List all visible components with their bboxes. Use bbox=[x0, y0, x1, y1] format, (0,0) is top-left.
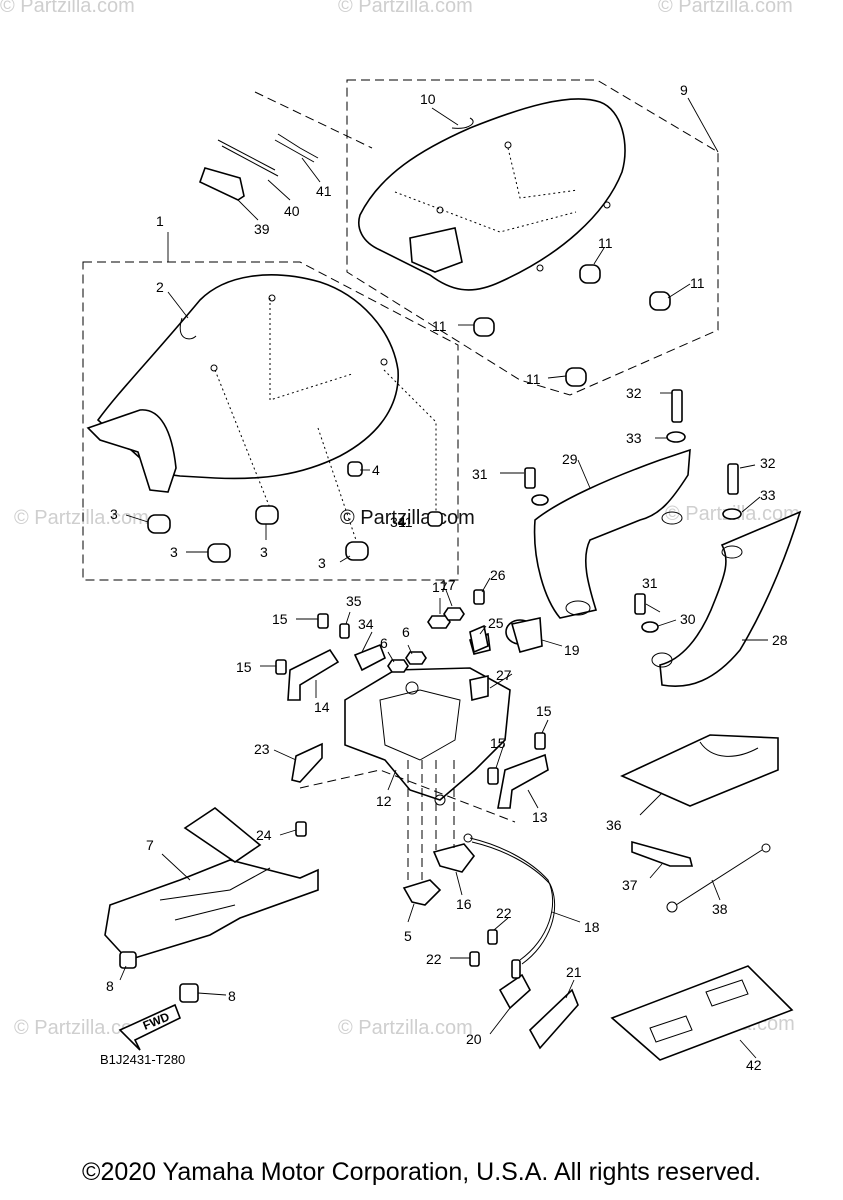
callout: 24 bbox=[256, 827, 272, 843]
callout: 26 bbox=[490, 567, 506, 583]
callout-labels: 1 2 3 3 3 3 3 4 4 5 6 6 7 8 8 9 10 11 11… bbox=[106, 82, 788, 1073]
assembly-lines bbox=[299, 760, 516, 880]
owners-manual bbox=[610, 965, 794, 1061]
callout: 31 bbox=[472, 466, 488, 482]
callout: 15 bbox=[236, 659, 252, 675]
callout: 32 bbox=[626, 385, 642, 401]
callout: 11 bbox=[398, 514, 413, 530]
callout: 33 bbox=[626, 430, 642, 446]
callout: 27 bbox=[496, 667, 512, 683]
callout: 25 bbox=[488, 615, 504, 631]
callout: 42 bbox=[746, 1057, 762, 1073]
small-fasteners bbox=[275, 589, 546, 837]
callout: 28 bbox=[772, 632, 788, 648]
callout: 31 bbox=[642, 575, 658, 591]
callout: 11 bbox=[526, 371, 541, 387]
tool-accessories bbox=[199, 133, 319, 201]
copyright-notice: ©2020 Yamaha Motor Corporation, U.S.A. A… bbox=[82, 1158, 761, 1186]
helmet-cable bbox=[666, 843, 771, 913]
callout: 14 bbox=[314, 699, 330, 715]
callout: 19 bbox=[564, 642, 580, 658]
callout: 20 bbox=[466, 1031, 482, 1047]
grab-bar-fasteners bbox=[524, 389, 742, 633]
callout: 21 bbox=[566, 964, 582, 980]
callout: 11 bbox=[432, 318, 447, 334]
callout: 3 bbox=[170, 544, 178, 560]
front-seat-group-outline bbox=[82, 261, 459, 581]
helmet-holder-strap bbox=[631, 840, 694, 867]
callout: 5 bbox=[404, 928, 412, 944]
front-seat-dampers bbox=[147, 461, 443, 563]
callout: 8 bbox=[106, 978, 114, 994]
callout: 30 bbox=[680, 611, 696, 627]
callout: 22 bbox=[496, 905, 512, 921]
callout: 15 bbox=[490, 735, 506, 751]
callout: 40 bbox=[284, 203, 300, 219]
watermark: © Partzilla.com bbox=[338, 0, 473, 17]
callout: 17 bbox=[432, 579, 448, 595]
callout: 16 bbox=[456, 896, 472, 912]
callout: 35 bbox=[346, 593, 362, 609]
callout: 6 bbox=[402, 624, 410, 640]
watermark: © Partzilla.com bbox=[338, 1017, 473, 1039]
callout: 7 bbox=[146, 837, 154, 853]
callout: 6 bbox=[380, 635, 388, 651]
watermark: © Partzilla.com bbox=[14, 1017, 149, 1039]
callout: 15 bbox=[272, 611, 288, 627]
callout: 4 bbox=[398, 514, 406, 530]
callout: 3 bbox=[260, 544, 268, 560]
callout: 33 bbox=[760, 487, 776, 503]
rear-seat-dampers bbox=[473, 264, 671, 387]
lock-lever-assembly bbox=[469, 929, 579, 1050]
callout: 37 bbox=[622, 877, 638, 893]
callout: 15 bbox=[536, 703, 552, 719]
seat-lock-parts bbox=[402, 843, 476, 906]
callout: 9 bbox=[680, 82, 688, 98]
callout: 38 bbox=[712, 901, 728, 917]
callout: 3 bbox=[110, 506, 118, 522]
seat-lock-cable bbox=[463, 833, 556, 965]
callout: 34 bbox=[358, 616, 374, 632]
watermark: © Partzilla.com bbox=[658, 0, 793, 17]
rear-seat bbox=[358, 98, 626, 291]
callout: 29 bbox=[562, 451, 578, 467]
callout: 1 bbox=[156, 213, 164, 229]
callout: 12 bbox=[376, 793, 392, 809]
callout: 13 bbox=[532, 809, 548, 825]
callout: 41 bbox=[316, 183, 332, 199]
side-brackets bbox=[287, 643, 549, 809]
callout: 10 bbox=[420, 91, 436, 107]
callout: 18 bbox=[584, 919, 600, 935]
callout: 23 bbox=[254, 741, 270, 757]
callout: 3 bbox=[318, 555, 326, 571]
callout: 2 bbox=[156, 279, 164, 295]
callout: 39 bbox=[254, 221, 270, 237]
callout: 32 bbox=[760, 455, 776, 471]
watermark: © Partzilla.com bbox=[0, 0, 135, 17]
callout: 11 bbox=[690, 275, 705, 291]
watermark: © Partzilla.com bbox=[14, 507, 149, 529]
callout: 11 bbox=[598, 235, 613, 251]
forward-direction-indicator: FWD bbox=[118, 1003, 182, 1051]
callout: 22 bbox=[426, 951, 442, 967]
callout: 36 bbox=[606, 817, 622, 833]
rear-seat-group-outline bbox=[346, 79, 719, 396]
callout: 3 bbox=[390, 514, 398, 530]
frame-dampers bbox=[119, 951, 199, 1003]
callout: 17 bbox=[440, 577, 456, 593]
grab-bar-right bbox=[651, 510, 802, 687]
accessory-link-line bbox=[254, 91, 373, 149]
callout: 4 bbox=[372, 462, 380, 478]
front-seat bbox=[86, 274, 437, 541]
grab-bar-left bbox=[533, 448, 691, 619]
diagram-code: B1J2431-T280 bbox=[100, 1052, 185, 1067]
leader-lines bbox=[119, 97, 768, 1059]
callout: 8 bbox=[228, 988, 236, 1004]
document-pouch bbox=[620, 734, 779, 807]
seat-frame-rail bbox=[104, 807, 319, 961]
